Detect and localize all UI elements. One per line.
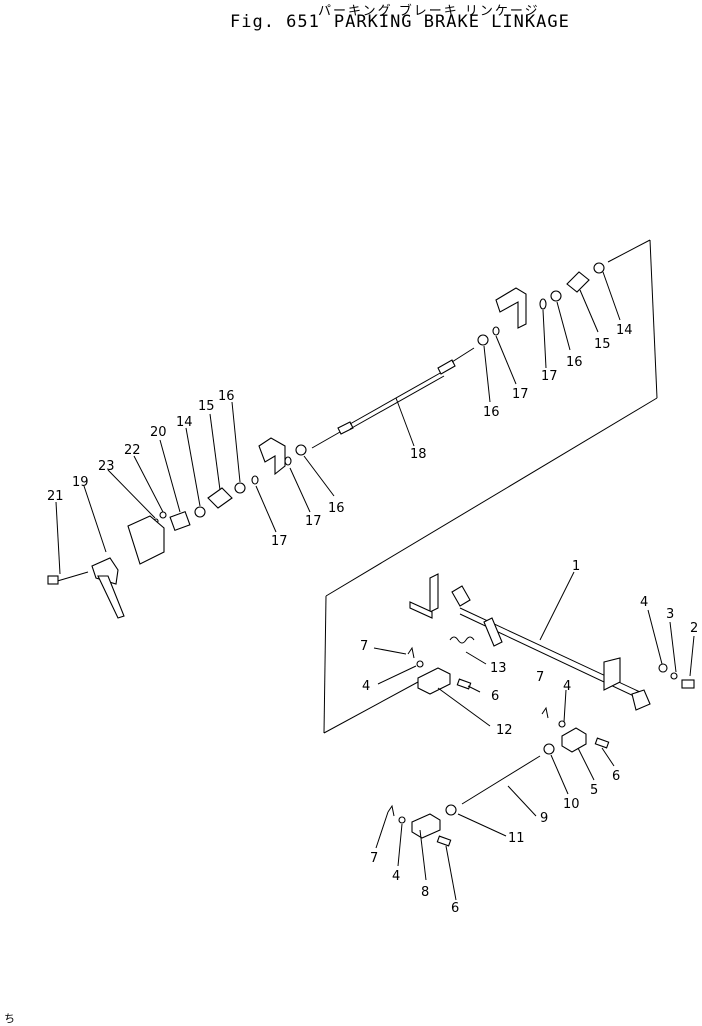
washer-4-right bbox=[558, 720, 566, 728]
collar-20 bbox=[169, 510, 191, 532]
callout-17: 17 bbox=[512, 387, 529, 402]
callout-10: 10 bbox=[563, 797, 580, 812]
callout-7: 7 bbox=[360, 639, 368, 654]
cable-end-thread-right bbox=[451, 347, 475, 363]
washer-17-left bbox=[284, 456, 292, 466]
callout-12: 12 bbox=[496, 723, 513, 738]
callout-22: 22 bbox=[124, 443, 141, 458]
shaft-flange-right bbox=[603, 657, 621, 691]
nut-16-lower bbox=[234, 482, 246, 494]
callout-4: 4 bbox=[563, 679, 571, 694]
washer-17-upper bbox=[492, 326, 500, 336]
callout-1: 1 bbox=[572, 559, 580, 574]
callout-5: 5 bbox=[590, 783, 598, 798]
callout-18: 18 bbox=[410, 447, 427, 462]
clevis-8 bbox=[411, 813, 441, 839]
rod-9 bbox=[461, 755, 541, 805]
cotter-7-lower bbox=[387, 804, 395, 817]
washer-3 bbox=[670, 672, 678, 680]
lever-bracket-19 bbox=[127, 515, 165, 565]
cross-shaft-assembly bbox=[387, 573, 695, 847]
bolt-6-lower bbox=[436, 835, 452, 847]
bolt-6-left bbox=[456, 678, 472, 690]
shaft-arm-left-b bbox=[451, 585, 471, 607]
callout-6: 6 bbox=[451, 901, 459, 916]
cable-bracket-left bbox=[258, 437, 286, 476]
callout-11: 11 bbox=[508, 831, 525, 846]
callout-7: 7 bbox=[536, 670, 544, 685]
nut-10 bbox=[543, 743, 555, 755]
brake-cable-assembly bbox=[47, 262, 605, 619]
bolt-21-head bbox=[47, 575, 59, 585]
callout-4: 4 bbox=[392, 869, 400, 884]
callout-16: 16 bbox=[218, 389, 235, 404]
cotter-7-left bbox=[407, 646, 415, 659]
callout-19: 19 bbox=[72, 475, 89, 490]
callout-16: 16 bbox=[483, 405, 500, 420]
washer-22 bbox=[159, 511, 167, 519]
callout-7: 7 bbox=[370, 851, 378, 866]
callout-17: 17 bbox=[271, 534, 288, 549]
cable-end-fitting-right bbox=[437, 359, 456, 375]
callout-6: 6 bbox=[612, 769, 620, 784]
nut-14-left bbox=[194, 506, 206, 518]
callout-23: 23 bbox=[98, 459, 115, 474]
clevis-5 bbox=[561, 727, 587, 753]
shaft-end-right bbox=[631, 689, 651, 711]
washer-17-lower bbox=[251, 475, 259, 485]
cable-bracket-right bbox=[495, 287, 527, 329]
callout-20: 20 bbox=[150, 425, 167, 440]
callout-14: 14 bbox=[176, 415, 193, 430]
callout-4: 4 bbox=[362, 679, 370, 694]
header-subtitle-jp: パーキング ブレーキ リンケージ bbox=[318, 4, 540, 19]
nut-16-left bbox=[295, 444, 307, 456]
cable-end-fitting-left bbox=[337, 421, 354, 435]
washer-4-end bbox=[658, 663, 668, 673]
nut-16-upper bbox=[477, 334, 489, 346]
callout-15: 15 bbox=[198, 399, 215, 414]
cotter-7-right bbox=[541, 706, 549, 719]
shaft-bracket-plate bbox=[409, 601, 433, 619]
nut-11 bbox=[445, 804, 457, 816]
spring-13 bbox=[449, 636, 475, 644]
nut-16-right bbox=[550, 290, 562, 302]
callout-9: 9 bbox=[540, 811, 548, 826]
washer-4-left bbox=[416, 660, 424, 668]
bolt-21 bbox=[53, 571, 89, 583]
boot-15-right bbox=[566, 271, 590, 293]
bolt-6-right bbox=[594, 737, 610, 749]
shaft-arm-left-a bbox=[429, 573, 439, 613]
bolt-2 bbox=[681, 679, 695, 689]
clevis-12 bbox=[417, 667, 451, 695]
callout-4: 4 bbox=[640, 595, 648, 610]
callout-14: 14 bbox=[616, 323, 633, 338]
washer-17-right bbox=[539, 298, 547, 310]
callout-8: 8 bbox=[421, 885, 429, 900]
callout-16: 16 bbox=[566, 355, 583, 370]
header-title-line: Fig. 651 PARKING BRAKE LINKAGE bbox=[230, 12, 584, 32]
shaft-lever-mid bbox=[483, 617, 503, 647]
nut-14-right bbox=[593, 262, 605, 274]
callout-17: 17 bbox=[305, 514, 322, 529]
callout-21: 21 bbox=[47, 489, 64, 504]
callout-13: 13 bbox=[490, 661, 507, 676]
callout-15: 15 bbox=[594, 337, 611, 352]
section-boundary-lines bbox=[323, 239, 658, 734]
callout-2: 2 bbox=[690, 621, 698, 636]
leader-lines bbox=[55, 271, 695, 901]
washer-4-lower bbox=[398, 816, 406, 824]
cable-end-thread-left bbox=[311, 431, 341, 449]
callout-3: 3 bbox=[666, 607, 674, 622]
callout-17: 17 bbox=[541, 369, 558, 384]
callout-6: 6 bbox=[491, 689, 499, 704]
corner-mark: ち bbox=[4, 1012, 15, 1025]
callout-16: 16 bbox=[328, 501, 345, 516]
callout-labels: 1 2 3 4 4 4 4 5 6 6 6 7 7 7 8 9 10 11 12… bbox=[47, 323, 698, 916]
figure-number: Fig. 651 bbox=[230, 12, 320, 32]
diagram-title: PARKING BRAKE LINKAGE bbox=[333, 12, 570, 32]
boot-15-left bbox=[207, 487, 233, 509]
parking-brake-lever bbox=[97, 575, 125, 619]
